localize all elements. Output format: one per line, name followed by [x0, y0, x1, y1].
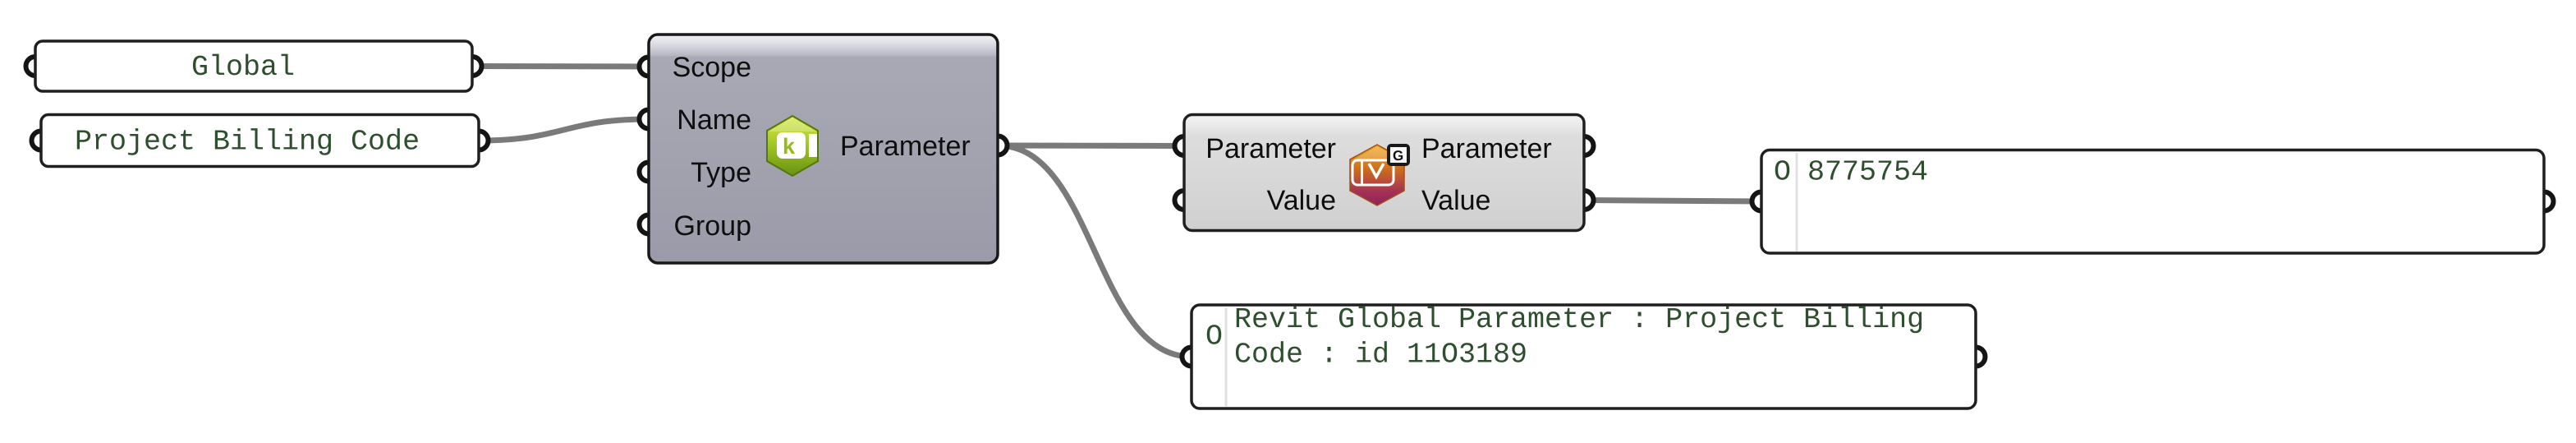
svg-text:Group: Group	[674, 210, 752, 242]
svg-text:k: k	[783, 134, 796, 159]
svg-text:O: O	[1774, 156, 1791, 189]
svg-text:Global: Global	[191, 51, 295, 84]
svg-text:Parameter: Parameter	[840, 131, 971, 162]
svg-text:Revit Global Parameter : Proje: Revit Global Parameter : Project Billing	[1234, 303, 1924, 336]
svg-text:Parameter: Parameter	[1421, 133, 1552, 164]
svg-text:8775754: 8775754	[1807, 156, 1928, 189]
svg-text:Code : id 11O3189: Code : id 11O3189	[1234, 339, 1527, 371]
svg-text:Parameter: Parameter	[1205, 133, 1336, 164]
svg-text:Value: Value	[1421, 185, 1490, 216]
svg-text:Type: Type	[691, 157, 751, 188]
svg-text:Value: Value	[1267, 185, 1336, 216]
svg-text:Project Billing Code: Project Billing Code	[75, 126, 420, 159]
svg-text:O: O	[1205, 321, 1223, 353]
svg-text:Scope: Scope	[673, 52, 751, 83]
svg-text:G: G	[1393, 148, 1403, 164]
svg-text:Name: Name	[677, 104, 751, 136]
